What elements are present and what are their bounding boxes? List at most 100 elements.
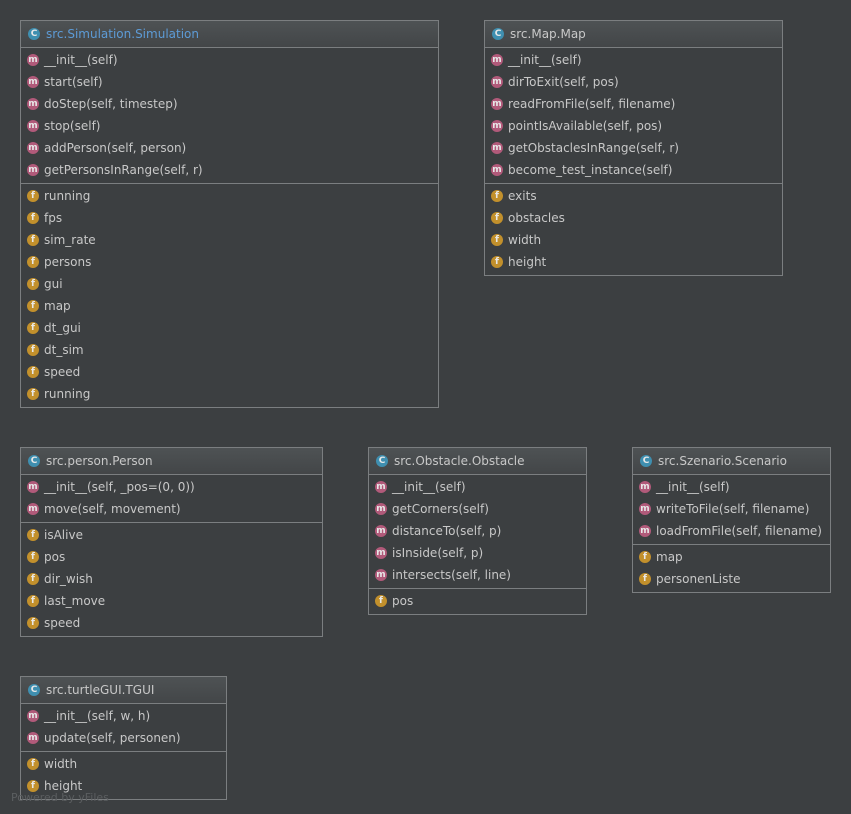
class-name: src.Szenario.Scenario (658, 454, 787, 468)
field-row[interactable]: f dt_sim (21, 339, 438, 361)
class-icon: C (492, 28, 504, 40)
method-row[interactable]: m__init__(self) (485, 49, 782, 71)
method-row[interactable]: m__init__(self, w, h) (21, 705, 226, 727)
method-icon: m (639, 525, 651, 537)
method-signature: move(self, movement) (44, 502, 181, 516)
field-name: running (44, 189, 91, 203)
field-icon: f (27, 234, 39, 246)
class-name: src.Obstacle.Obstacle (394, 454, 525, 468)
method-icon: m (491, 98, 503, 110)
method-row[interactable]: m__init__(self) (21, 49, 438, 71)
method-icon: m (491, 142, 503, 154)
method-icon: m (491, 164, 503, 176)
field-name: dt_gui (44, 321, 81, 335)
method-icon: m (491, 54, 503, 66)
field-name: persons (44, 255, 92, 269)
method-row[interactable]: m loadFromFile(self, filename) (633, 520, 830, 542)
class-name: src.person.Person (46, 454, 153, 468)
field-icon: f (27, 595, 39, 607)
method-row[interactable]: m isInside(self, p) (369, 542, 586, 564)
field-icon: f (27, 344, 39, 356)
method-icon: m (27, 142, 39, 154)
method-icon: m (639, 481, 651, 493)
method-icon: m (27, 732, 39, 744)
class-icon: C (28, 455, 40, 467)
field-name: map (656, 550, 683, 564)
field-icon: f (27, 780, 39, 792)
method-signature: isInside(self, p) (392, 546, 484, 560)
method-signature: __init__(self, w, h) (44, 709, 151, 723)
method-signature: loadFromFile(self, filename) (656, 524, 822, 538)
method-row[interactable]: m__init__(self) (369, 476, 586, 498)
class-icon: C (376, 455, 388, 467)
method-signature: pointIsAvailable(self, pos) (508, 119, 663, 133)
method-signature: dirToExit(self, pos) (508, 75, 619, 89)
method-icon: m (375, 569, 387, 581)
method-row[interactable]: m__init__(self, _pos=(0, 0)) (21, 476, 322, 498)
field-name: map (44, 299, 71, 313)
field-name: speed (44, 365, 81, 379)
field-name: exits (508, 189, 537, 203)
field-name: dt_sim (44, 343, 84, 357)
method-icon: m (375, 547, 387, 559)
field-name: personenListe (656, 572, 741, 586)
method-row[interactable]: m__init__(self) (633, 476, 830, 498)
